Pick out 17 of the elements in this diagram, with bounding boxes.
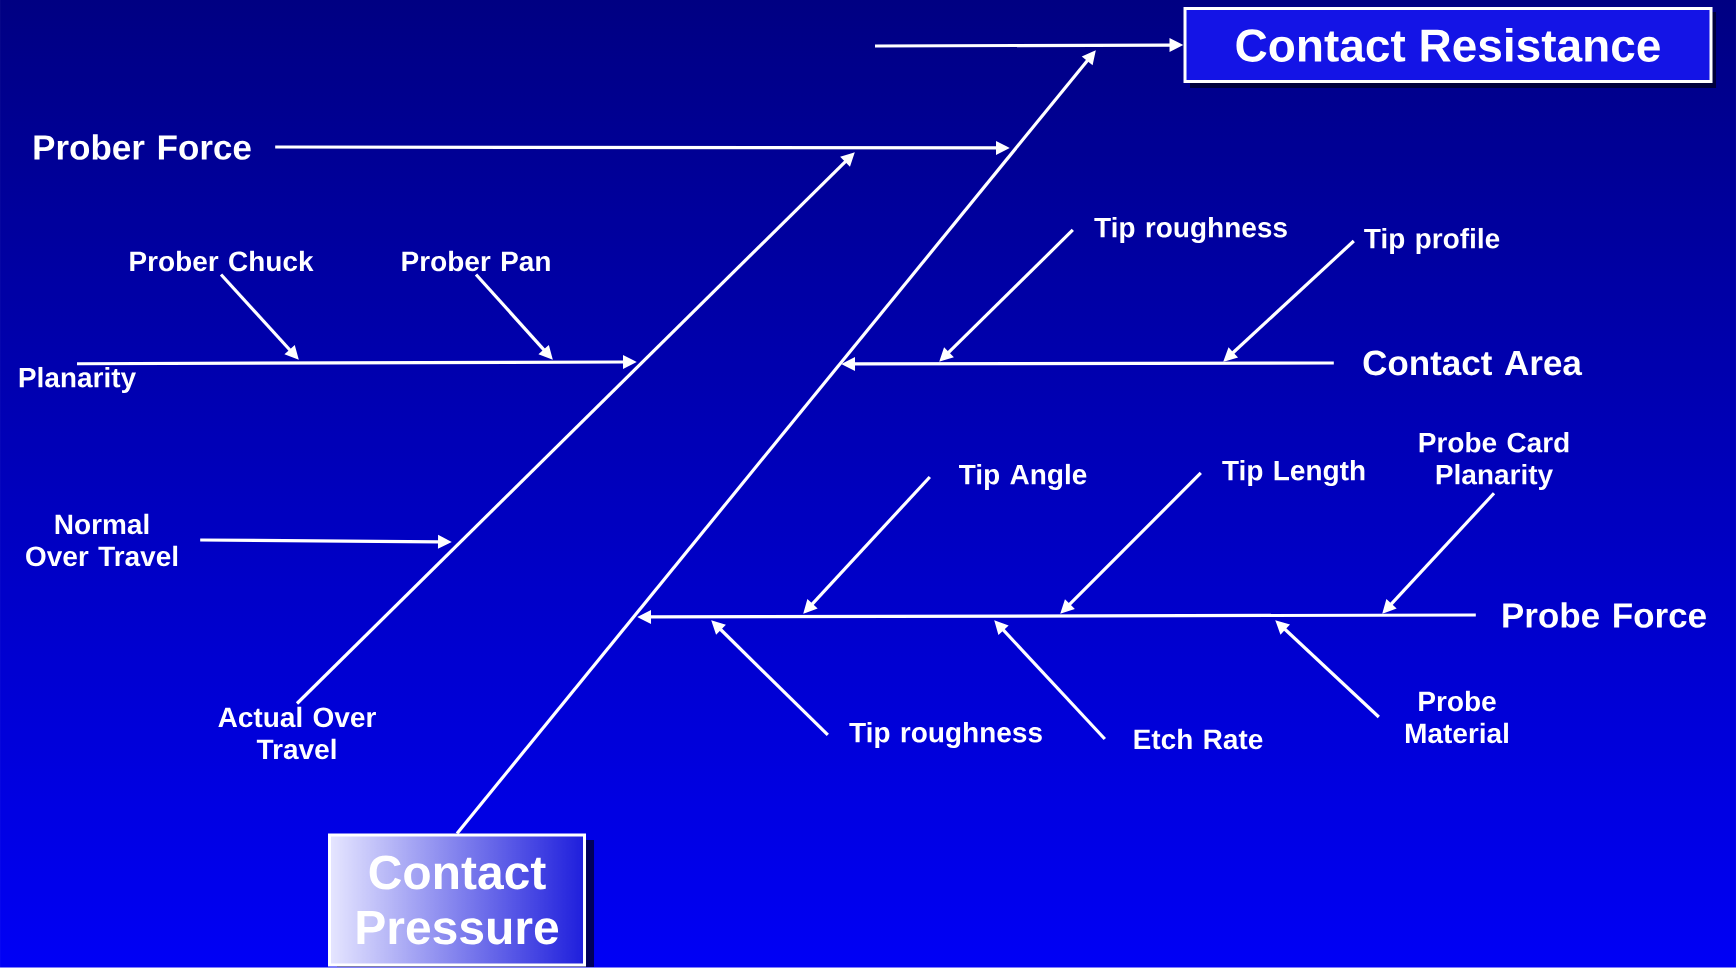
category-label: Prober Force (34, 134, 251, 160)
cause-label: Prober Pan (402, 250, 550, 272)
cause-label: Tip profile (1364, 227, 1500, 255)
cause-label: Tip Angle (959, 463, 1087, 491)
cause-label: Planarity (19, 366, 136, 394)
cause-label: Probe Material (1405, 690, 1508, 744)
cause-label: Tip roughness (1094, 216, 1287, 244)
cause-label: Tip roughness (849, 721, 1042, 749)
cause-label: Normal Over Travel (26, 513, 178, 567)
effect-box: Contact Resistance (1183, 7, 1716, 88)
cause-label: Prober Chuck (130, 250, 314, 272)
category-label: Contact Area (1363, 350, 1583, 376)
cause-label: Probe Card Planarity (1419, 431, 1569, 491)
cause-label: Tip Length (1222, 459, 1365, 487)
category-label: Probe Force (1503, 602, 1706, 628)
cause-label: Actual Over Travel (218, 706, 376, 760)
cause-label: Etch Rate (1134, 728, 1263, 750)
